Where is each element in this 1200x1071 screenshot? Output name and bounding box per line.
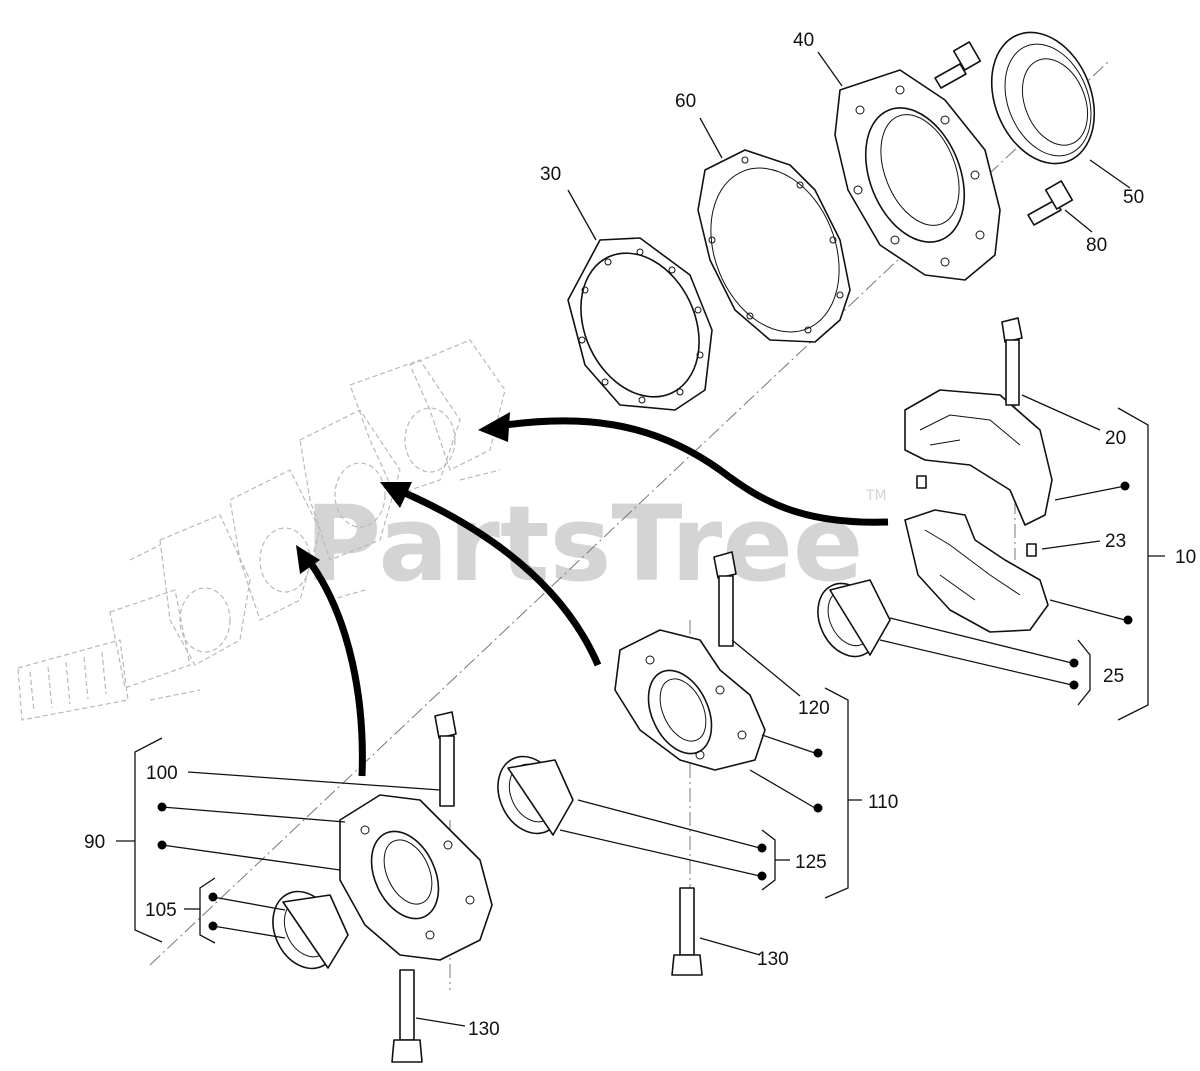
watermark-text: PartsTree — [305, 483, 863, 605]
callout-110: 110 — [868, 792, 898, 813]
callout-90: 90 — [84, 832, 105, 853]
stud-upper — [934, 41, 982, 89]
oil-seal-50 — [990, 31, 1096, 165]
callout-30: 30 — [540, 164, 561, 185]
callout-100: 100 — [146, 763, 178, 784]
callout-130-middle: 130 — [757, 949, 789, 970]
gasket-60 — [697, 149, 851, 343]
callout-25: 25 — [1103, 666, 1124, 687]
callout-50: 50 — [1123, 187, 1144, 208]
callout-125: 125 — [795, 852, 827, 873]
callout-130-front: 130 — [468, 1019, 500, 1040]
bearing-carrier-90 — [339, 794, 493, 961]
callout-105: 105 — [145, 900, 177, 921]
callout-80: 80 — [1086, 235, 1107, 256]
bushing-105 — [272, 890, 349, 970]
callout-10: 10 — [1175, 547, 1196, 568]
bolt-130-middle — [671, 887, 703, 976]
cover-flange-40 — [834, 69, 1001, 281]
bushing-25 — [817, 579, 891, 658]
crankshaft-ghost — [17, 339, 506, 721]
callout-40: 40 — [793, 30, 814, 51]
bolt-100 — [434, 711, 457, 807]
callout-23: 23 — [1105, 531, 1126, 552]
bearing-carrier-110 — [614, 629, 766, 771]
callout-labels: 30 60 40 50 80 20 23 10 25 120 110 125 1… — [84, 30, 1196, 1040]
bolt-130-front — [391, 969, 423, 1063]
bearing-housing-10 — [904, 389, 1053, 633]
bolt-20 — [1001, 317, 1023, 406]
stud-80 — [1027, 180, 1074, 226]
callout-120: 120 — [798, 698, 830, 719]
gasket-30 — [567, 237, 713, 411]
watermark-trademark: TM — [865, 488, 887, 504]
bolt-120 — [713, 551, 737, 647]
callout-20: 20 — [1105, 428, 1126, 449]
callout-60: 60 — [675, 91, 696, 112]
bushing-125 — [497, 755, 574, 836]
assembly-arrows — [296, 412, 889, 777]
bullet-dots — [157, 481, 1133, 931]
leader-lines — [116, 51, 1165, 1027]
